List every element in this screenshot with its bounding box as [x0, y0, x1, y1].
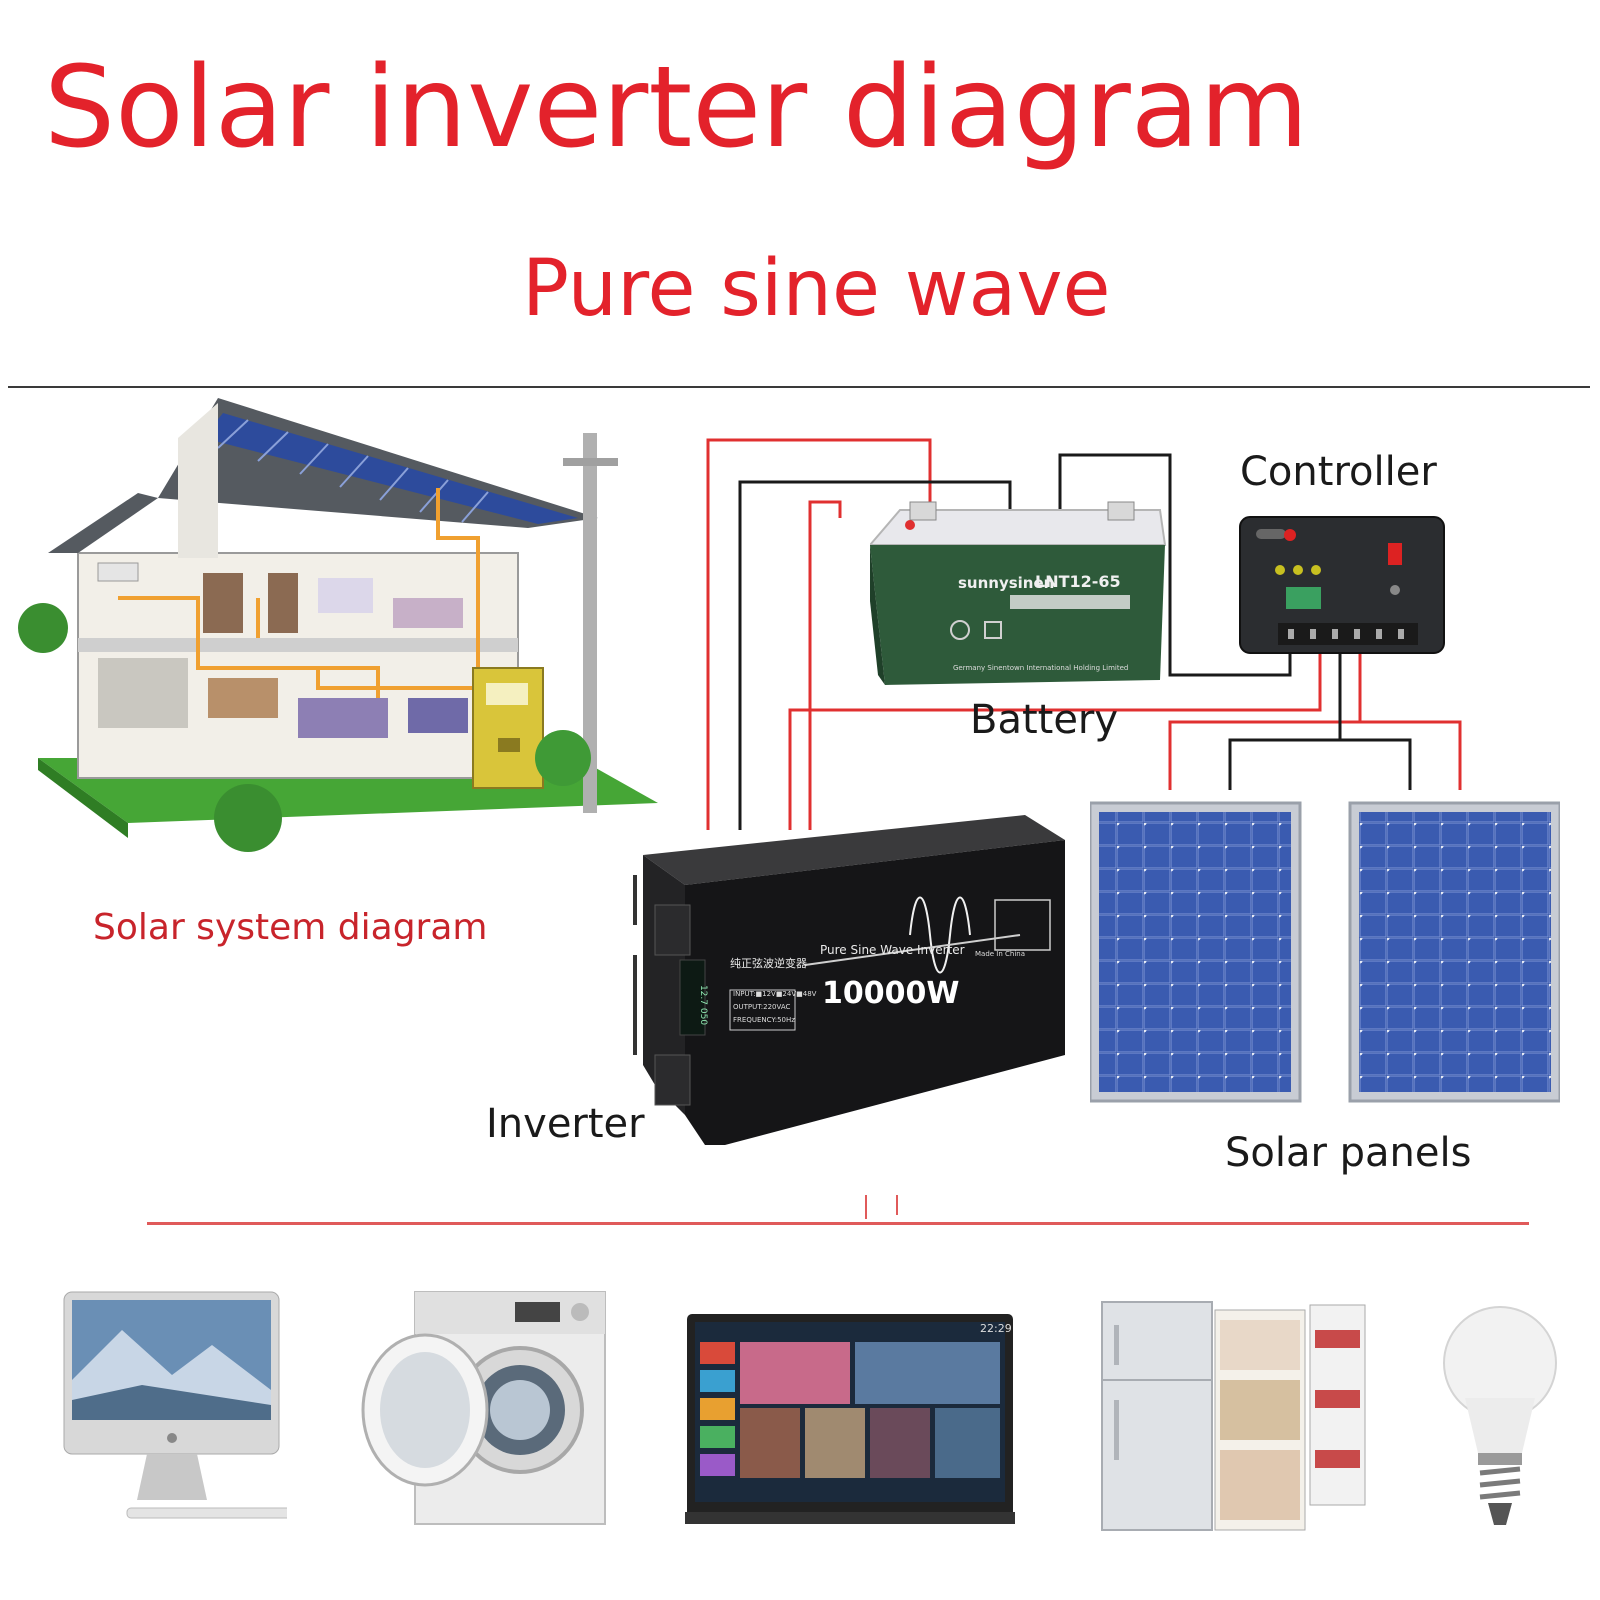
solar-system-label: Solar system diagram: [93, 907, 488, 948]
tv-clock: 22:29: [980, 1322, 1012, 1335]
inverter-icon: [633, 815, 1065, 1145]
inverter-power: 10000W: [822, 976, 960, 1011]
refrigerator-icon: [1101, 1301, 1366, 1531]
inverter-label: Inverter: [486, 1101, 645, 1147]
battery-footer: Germany Sinentown International Holding …: [953, 664, 1129, 672]
wiring: [706, 438, 1462, 830]
controller-label: Controller: [1240, 449, 1437, 495]
top-divider: [8, 386, 1590, 388]
house-icon: [18, 398, 658, 852]
light-bulb-icon: [1443, 1306, 1557, 1525]
inverter-display: 12.7 050: [698, 984, 709, 1026]
inverter-output: OUTPUT:220VAC: [733, 1003, 791, 1011]
page-subtitle: Pure sine wave: [522, 244, 1111, 334]
bottom-divider: [147, 1222, 1529, 1225]
connector-tick: [896, 1195, 898, 1215]
battery-brand: sunnysinen: [958, 574, 1055, 592]
inverter-chinese-name: 纯正弦波逆变器: [730, 957, 807, 970]
controller-icon: [1239, 516, 1445, 654]
inverter-frequency: FREQUENCY:50Hz: [733, 1016, 795, 1024]
page-title: Solar inverter diagram: [44, 43, 1309, 173]
connector-tick: [865, 1195, 867, 1219]
inverter-input: INPUT:■12V■24V■48V: [733, 990, 817, 998]
inverter-origin: Made In China: [975, 950, 1026, 958]
inverter-type-label: Pure Sine Wave Inverter: [820, 943, 965, 957]
battery-label: Battery: [970, 697, 1119, 743]
tv-icon: [685, 1314, 1015, 1524]
solar-panels-label: Solar panels: [1225, 1130, 1472, 1176]
battery-model: LNT12-65: [1035, 572, 1121, 591]
battery-icon: [870, 501, 1167, 685]
washing-machine-icon: [361, 1291, 606, 1525]
computer-icon: [63, 1291, 287, 1519]
solar-panel-icon: [1090, 801, 1560, 1103]
